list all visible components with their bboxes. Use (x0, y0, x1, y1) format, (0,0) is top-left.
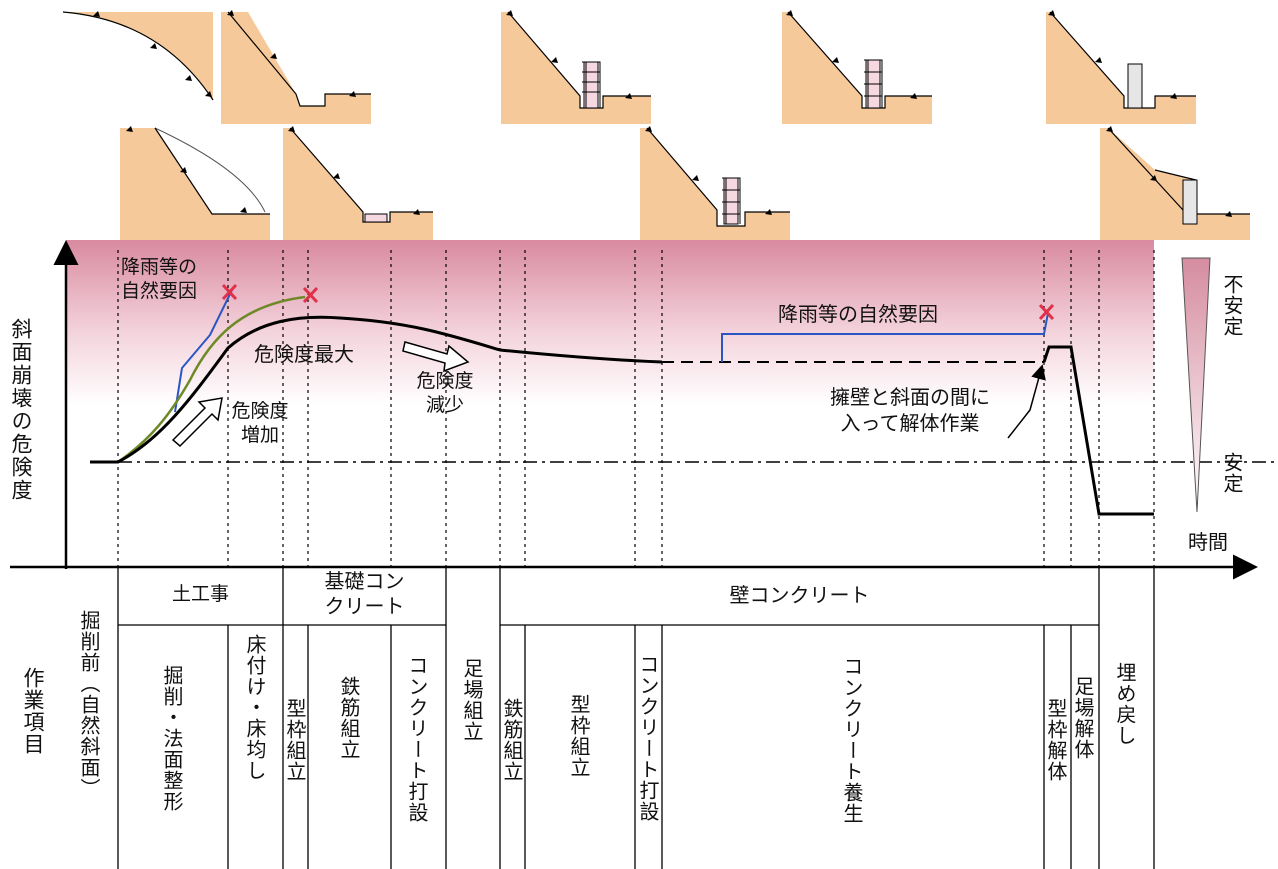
demolition-label: 擁壁と斜面の間に 入って解体作業 (830, 385, 990, 435)
stable-label: 安定 (1220, 452, 1244, 494)
increase-label: 危険度 増加 (231, 400, 289, 446)
work-item-backfill: 埋め戻し (1113, 662, 1137, 746)
work-item-excavation-slope-shaping: 掘削・法面整形 (160, 665, 184, 812)
work-item-rebar-assembly-1: 鉄筋組立 (337, 676, 361, 760)
group-wall: 壁コンクリート (729, 583, 870, 607)
work-row-label: 作業項目 (21, 667, 46, 755)
danger-gradient-band (66, 240, 1154, 405)
work-item-subgrade-leveling: 床付け・床均し (243, 634, 267, 781)
work-item-scaffold-removal: 足場解体 (1071, 676, 1095, 760)
stage-illustration-wall-with-formwork (782, 10, 932, 124)
peak-marker-right (1038, 303, 1055, 321)
stage-illustration-wall-with-scaffold-tall (640, 126, 790, 240)
work-item-formwork-assembly-1: 型枠組立 (283, 698, 307, 782)
work-table-grid (117, 567, 1155, 869)
stage-illustration-completed-wall (1046, 10, 1196, 124)
green-risk-line (117, 295, 306, 464)
peak-label: 危険度最大 (254, 342, 354, 366)
group-earthwork: 土工事 (171, 583, 229, 605)
rain-label-left: 降雨等の 自然要因 (121, 256, 198, 302)
stage-illustration-backfilled-wall (1100, 126, 1250, 240)
rain-risk-line-right (721, 312, 1049, 362)
decrease-arrow-icon (402, 341, 470, 373)
work-item-concrete-pouring-1: コンクリート打設 (405, 655, 429, 823)
work-item-pre-excavation: 掘削前（自然斜面） (77, 610, 101, 799)
stage-illustration-slope-with-scaffold-and-wall (501, 10, 651, 124)
demolition-leader-line (1007, 364, 1046, 439)
main-risk-curve-end (1042, 345, 1154, 516)
main-risk-curve (90, 315, 663, 464)
work-item-formwork-assembly-2: 型枠組立 (567, 694, 591, 778)
stage-illustration-excavated-slope (221, 10, 371, 124)
peak-marker-left (221, 283, 238, 301)
x-axis-label: 時間 (1188, 530, 1228, 554)
stage-illustration-slope-failure (120, 126, 270, 240)
y-axis-label: 斜面崩壊の危険度 (9, 318, 34, 502)
rain-risk-line-left (174, 289, 233, 413)
rain-label-right: 降雨等の自然要因 (778, 302, 938, 326)
peak-marker-middle (302, 286, 319, 304)
group-foundation: 基礎コン クリート (324, 569, 405, 618)
work-item-concrete-pouring-2: コンクリート打設 (636, 654, 660, 822)
work-item-concrete-curing: コンクリート養生 (840, 656, 864, 824)
work-item-scaffold-assembly: 足場組立 (460, 658, 484, 742)
stage-illustration-foundation-concrete (283, 126, 433, 240)
stability-wedge (1181, 257, 1211, 513)
work-item-formwork-removal: 型枠解体 (1044, 698, 1068, 782)
stage-illustration-natural-slope (62, 11, 214, 124)
decrease-label: 危険度 減少 (416, 370, 474, 416)
work-item-rebar-assembly-2: 鉄筋組立 (500, 698, 524, 782)
unstable-label: 不安定 (1220, 274, 1244, 337)
increase-arrow-icon (171, 397, 223, 448)
